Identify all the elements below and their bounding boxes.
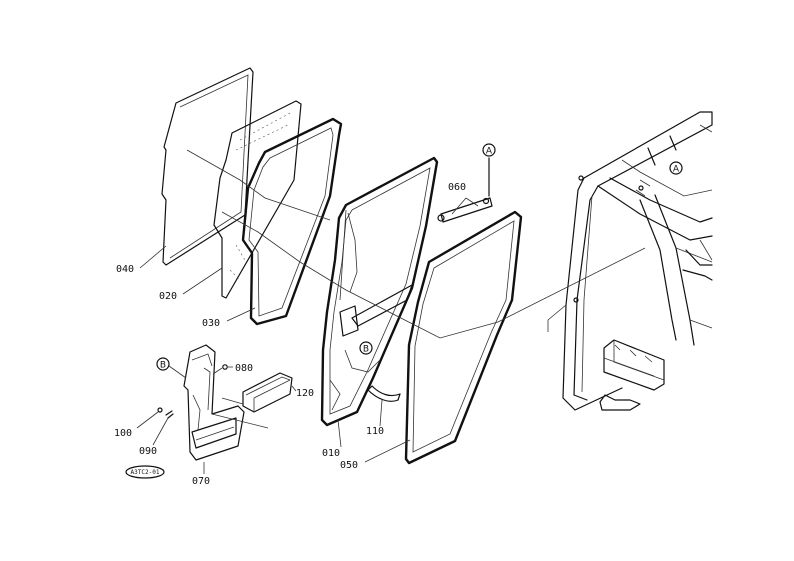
part-100-clip <box>157 407 163 413</box>
reference-code-stamp: A3TC2-01 <box>125 465 165 479</box>
callout-050: 050 <box>340 460 358 471</box>
leader-lines <box>136 197 479 474</box>
callout-100: 100 <box>114 428 132 439</box>
part-080-screw <box>222 364 228 370</box>
marker-a-cab: A <box>669 161 683 175</box>
callout-030: 030 <box>202 318 220 329</box>
callout-090: 090 <box>139 446 157 457</box>
part-090-screw <box>165 410 174 419</box>
part-050-outer-seal <box>404 210 523 465</box>
marker-a-top: A <box>482 143 496 157</box>
part-030-seal-frame <box>241 117 343 326</box>
alignment-lines <box>186 149 646 429</box>
callout-010: 010 <box>322 448 340 459</box>
part-110-hose <box>367 385 401 402</box>
callout-020: 020 <box>159 291 177 302</box>
svg-text:B: B <box>160 361 166 371</box>
part-070-door-pocket <box>183 344 245 461</box>
cab-structure <box>547 111 713 411</box>
callout-060: 060 <box>448 182 466 193</box>
part-010-door-frame <box>320 156 439 427</box>
callout-120: 120 <box>296 388 314 399</box>
callout-110: 110 <box>366 426 384 437</box>
fasteners <box>157 364 228 419</box>
marker-b-door: B <box>359 341 373 355</box>
part-040-glass-pane <box>161 67 254 266</box>
part-120-storage-tray <box>242 372 293 413</box>
part-020-glass-pane <box>213 100 302 299</box>
reference-code: A3TC2-01 <box>131 469 160 476</box>
callout-040: 040 <box>116 264 134 275</box>
part-060-strut <box>437 157 493 223</box>
svg-text:A: A <box>486 147 493 157</box>
callout-070: 070 <box>192 476 210 487</box>
callout-080: 080 <box>235 363 253 374</box>
svg-text:B: B <box>363 345 369 355</box>
marker-b-pocket: B <box>156 357 187 379</box>
svg-text:A: A <box>673 165 680 175</box>
